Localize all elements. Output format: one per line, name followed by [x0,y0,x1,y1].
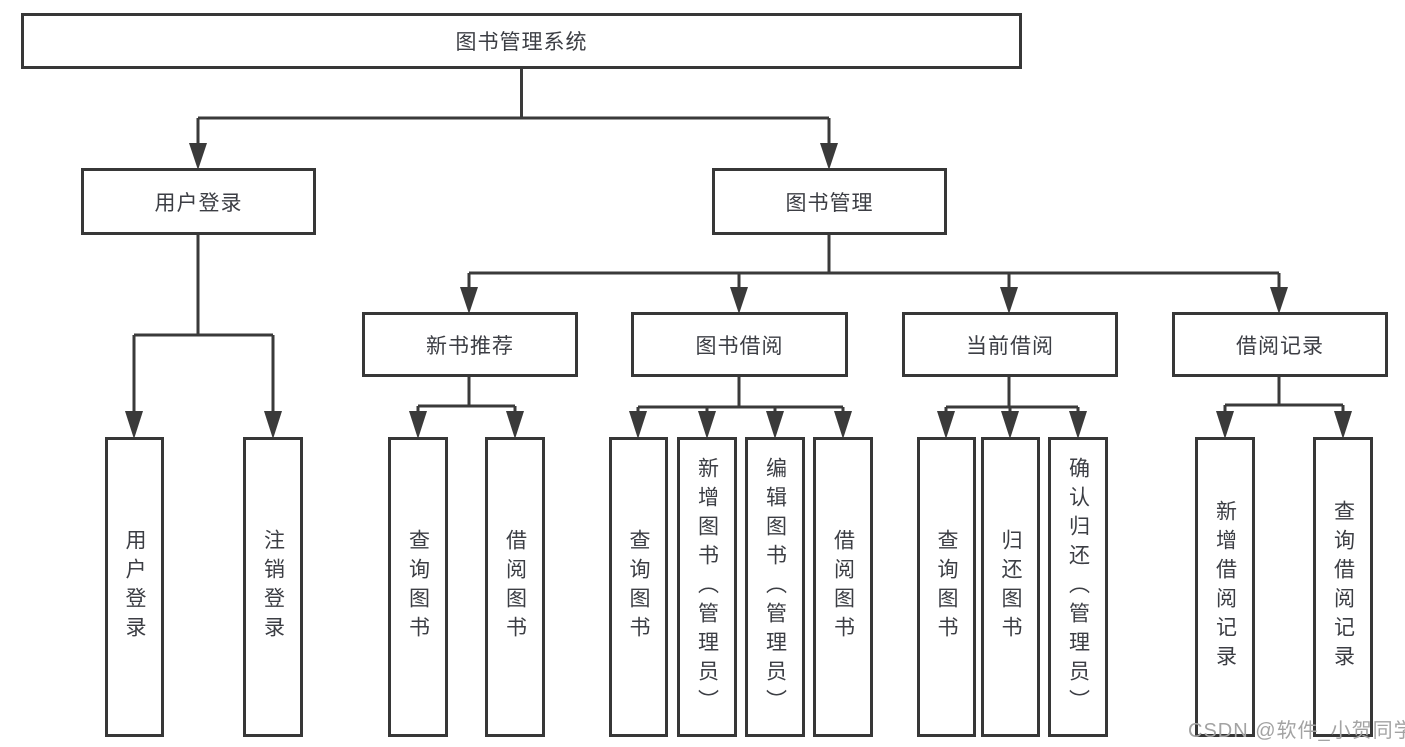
arrowhead-icon [937,411,955,439]
node-add-books-admin: 新增图书（管理员） [677,437,737,737]
node-search-borrow-record: 查询借阅记录 [1313,437,1373,737]
node-return-books: 归还图书 [981,437,1040,737]
node-root: 图书管理系统 [21,13,1022,69]
node-search-books-current: 查询图书 [917,437,976,737]
arrowhead-icon [189,143,207,170]
node-user-login: 用户登录 [81,168,316,235]
node-book-borrowing: 图书借阅 [631,312,848,377]
node-confirm-return-admin: 确认归还（管理员） [1048,437,1108,737]
node-user-login-action: 用户登录 [105,437,164,737]
arrowhead-icon [834,411,852,439]
arrowhead-icon [506,411,524,439]
arrowhead-icon [820,143,838,170]
watermark: CSDN @软件_小贺同学 [1188,720,1405,742]
arrowhead-icon [1334,411,1352,439]
node-borrow-books-borrowing: 借阅图书 [813,437,873,737]
node-logout-action: 注销登录 [243,437,303,737]
arrowhead-icon [629,411,647,439]
node-borrowing-records: 借阅记录 [1172,312,1388,377]
connector-paths [132,68,1345,413]
arrowhead-icon [125,411,143,439]
node-book-management: 图书管理 [712,168,947,235]
arrowhead-icon [1000,287,1018,314]
node-edit-books-admin: 编辑图书（管理员） [745,437,805,737]
node-new-book-recommendation: 新书推荐 [362,312,578,377]
arrowhead-icon [1069,411,1087,439]
arrowhead-icon [730,287,748,314]
node-search-books-recommend: 查询图书 [388,437,448,737]
connector-newbook-to-children [416,377,517,413]
arrowhead-icon [460,287,478,314]
connector-bookmgmt-to-level3 [467,235,1281,289]
connector-current-to-children [944,377,1080,413]
connector-root-to-level2 [196,68,831,145]
arrowhead-icon [1270,287,1288,314]
node-current-borrowing: 当前借阅 [902,312,1118,377]
arrowhead-icon [1001,411,1019,439]
connector-borrowing-to-children [636,377,845,413]
node-borrow-books-recommend: 借阅图书 [485,437,545,737]
arrowhead-icon [264,411,282,439]
arrowhead-icon [1216,411,1234,439]
arrowheads [125,143,1352,439]
node-add-borrow-record: 新增借阅记录 [1195,437,1255,737]
connector-records-to-children [1223,377,1345,413]
connector-userlogin-to-children [132,235,275,413]
arrowhead-icon [698,411,716,439]
arrowhead-icon [766,411,784,439]
arrowhead-icon [409,411,427,439]
node-search-books-borrowing: 查询图书 [609,437,668,737]
